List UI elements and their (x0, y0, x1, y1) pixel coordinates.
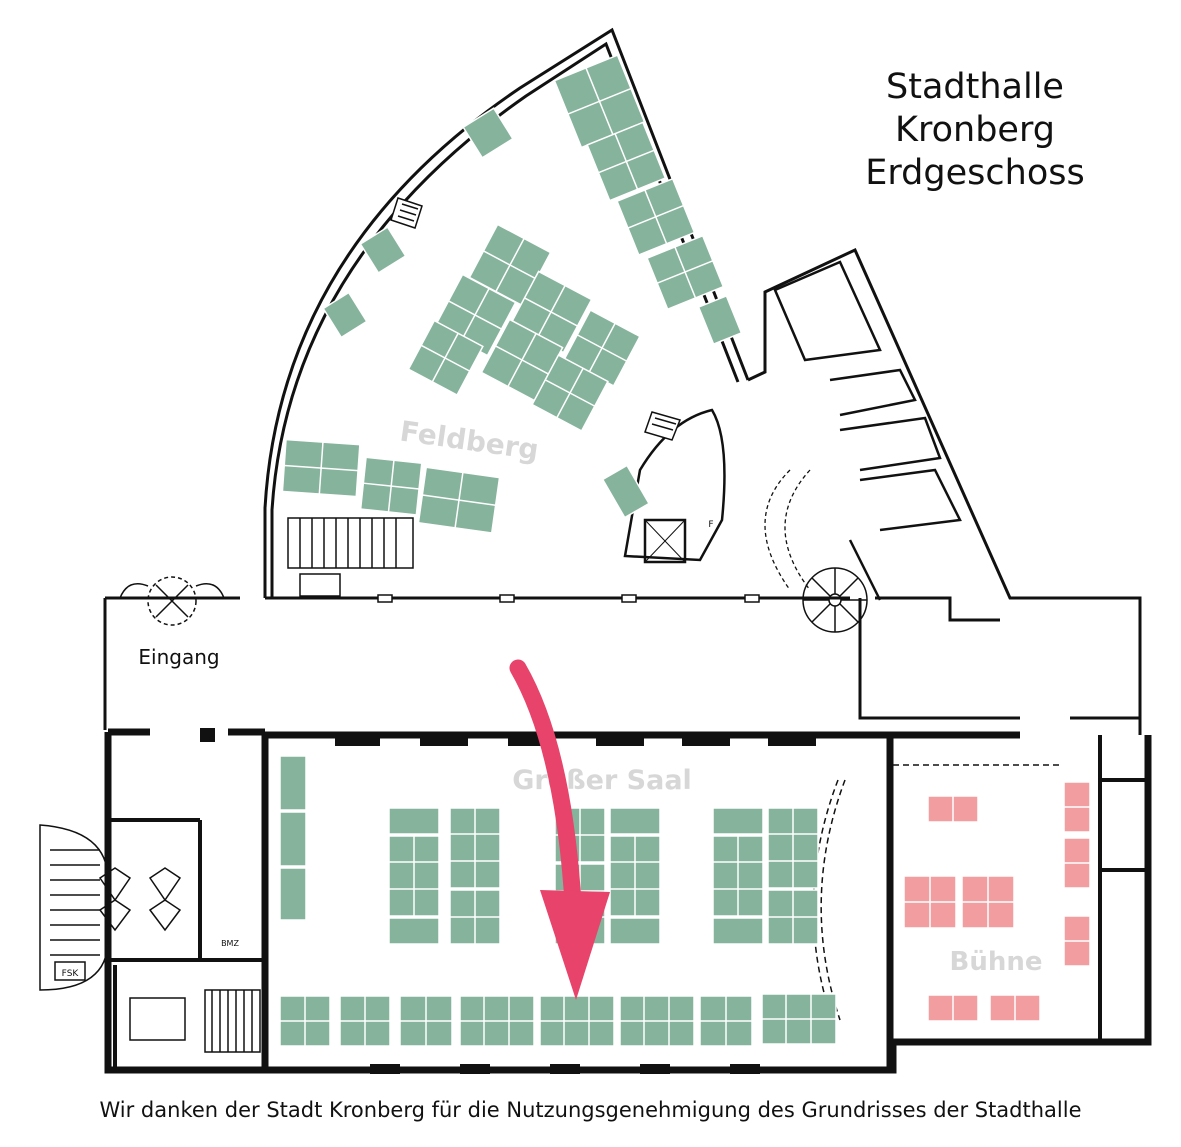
toilet-fixtures (98, 867, 182, 932)
service-core (623, 408, 726, 564)
lectern-icons (390, 197, 682, 441)
service-rooms (773, 260, 962, 601)
title-line-3: Erdgeschoss (865, 153, 1085, 193)
saal-bottom-windows (370, 1064, 760, 1074)
direction-arrow (509, 659, 610, 1000)
stairs-feldberg (287, 517, 414, 597)
spiral-stair (802, 567, 868, 633)
title-block: Stadthalle Kronberg Erdgeschoss (850, 66, 1100, 195)
lower-building-walls (104, 728, 1152, 1074)
interior-stair (129, 989, 261, 1053)
room-label-grosser-saal: Großer Saal (512, 765, 692, 796)
room-label-eingang: Eingang (138, 645, 219, 669)
saal-dark-window-blocks (200, 728, 816, 746)
room-label-feldberg: Feldberg (398, 415, 541, 467)
label-f: F (708, 520, 713, 530)
lower-building-inner-walls (108, 735, 1148, 1070)
entrance-revolving-door (119, 576, 225, 626)
label-fsk: FSK (62, 969, 80, 979)
label-bmz: BMZ (221, 939, 239, 948)
tables-buehne (903, 781, 1091, 1022)
wall-windows (377, 594, 760, 603)
bar-counter (764, 469, 811, 591)
tables-feldberg (281, 54, 743, 534)
title-line-2: Kronberg (895, 110, 1055, 150)
outside-stair (39, 824, 109, 991)
tables-grosser-saal (279, 755, 837, 1047)
caption: Wir danken der Stadt Kronberg für die Nu… (99, 1098, 1082, 1122)
title-line-1: Stadthalle (886, 67, 1064, 107)
room-label-buehne: Bühne (950, 947, 1043, 977)
